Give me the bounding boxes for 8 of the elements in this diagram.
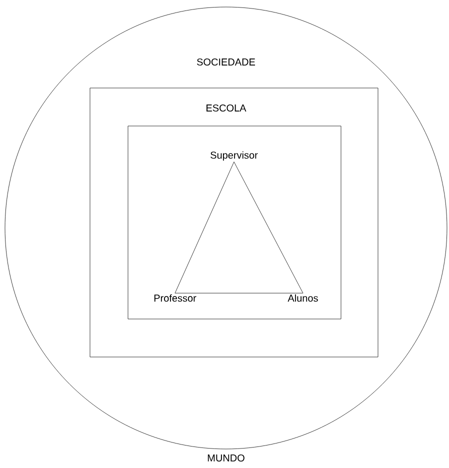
vertex-label: Professor [154, 294, 196, 302]
vertex-label: Supervisor [210, 151, 258, 161]
caption-label: MUNDO [208, 454, 244, 462]
square-box [128, 126, 342, 320]
triangle-side [174, 292, 304, 294]
triangle-side [174, 162, 234, 294]
triangle-side [234, 162, 304, 294]
vertex-label: Alunos [288, 294, 318, 302]
